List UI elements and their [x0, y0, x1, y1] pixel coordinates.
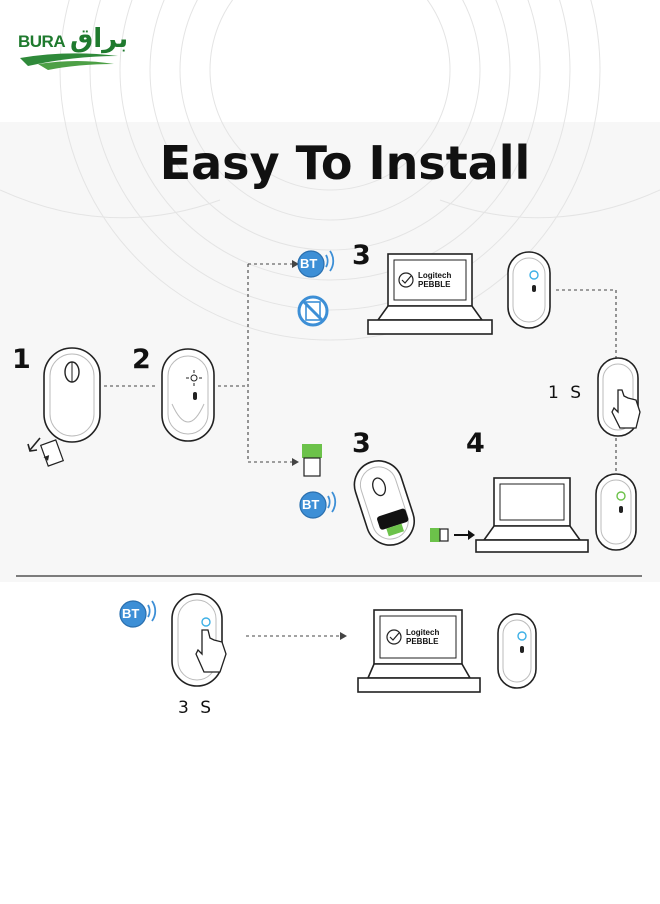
duration-three-seconds: 3 S — [178, 698, 215, 718]
mouse-one-second — [597, 357, 641, 437]
usb-receiver-icon — [302, 444, 322, 477]
laptop-bottom-screen-text: Logitech PEBBLE — [406, 628, 439, 646]
step-number-1: 1 — [12, 344, 31, 375]
mouse-step-3-usb — [353, 460, 415, 546]
laptop-bottom-model: PEBBLE — [406, 637, 439, 646]
brand-swoosh-icon — [20, 53, 118, 70]
laptop-lower — [475, 477, 589, 553]
no-receiver-icon — [297, 295, 329, 327]
mouse-top-right — [507, 251, 551, 329]
mouse-three-seconds — [171, 593, 227, 687]
laptop-top-screen-text: Logitech PEBBLE — [418, 271, 451, 289]
bluetooth-badge-lower-label: BT — [302, 497, 320, 512]
step-number-4: 4 — [466, 428, 485, 459]
laptop-top — [367, 253, 493, 335]
usb-plug-arrow-icon — [430, 528, 475, 542]
laptop-top-model: PEBBLE — [418, 280, 451, 289]
brand-logo: BURA براق — [18, 24, 129, 74]
bluetooth-badge-top-label: BT — [300, 256, 318, 271]
duration-one-second: 1 S — [548, 383, 585, 403]
connector-lines — [104, 263, 617, 637]
step-number-3-usb: 3 — [352, 428, 371, 459]
brand-arabic-text: براق — [70, 24, 129, 54]
mouse-bottom-right — [497, 613, 537, 689]
laptop-top-brand: Logitech — [418, 271, 452, 280]
step-number-2: 2 — [132, 344, 151, 375]
mouse-step-1 — [27, 347, 101, 467]
laptop-bottom — [357, 609, 481, 693]
connector-arrowheads — [292, 260, 347, 640]
mouse-step-2 — [161, 348, 215, 442]
bluetooth-badge-bottom-label: BT — [122, 606, 140, 621]
laptop-bottom-brand: Logitech — [406, 628, 440, 637]
mouse-lower-right — [595, 473, 637, 551]
page-title: Easy To Install — [159, 136, 531, 190]
step-number-3-bluetooth: 3 — [352, 240, 371, 271]
brand-latin-text: BURA — [18, 32, 66, 51]
